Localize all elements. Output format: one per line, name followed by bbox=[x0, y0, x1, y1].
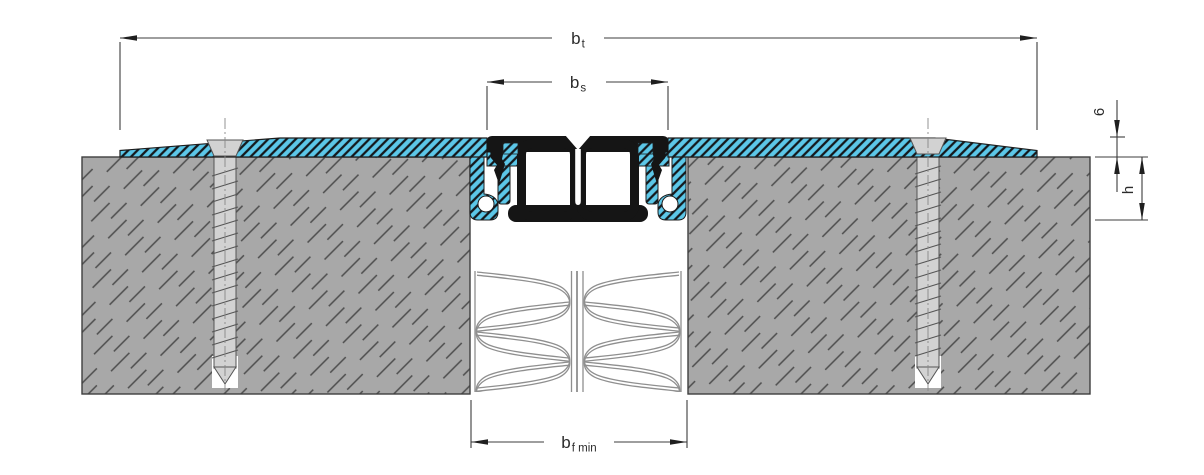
alu-lip-left bbox=[502, 142, 519, 155]
dimension-label-bfmin: bf min bbox=[561, 433, 596, 455]
screw-thread bbox=[211, 297, 239, 307]
dimension-label-bs: bs bbox=[570, 73, 586, 95]
dimension-arrowheads bbox=[120, 35, 1145, 445]
screw-thread bbox=[211, 245, 239, 255]
concrete-slab-right bbox=[687, 156, 1091, 395]
screw-thread bbox=[914, 282, 942, 292]
screw-thread bbox=[914, 321, 942, 331]
rubber-insert bbox=[487, 135, 668, 222]
rubber-loop-right bbox=[577, 139, 639, 221]
alu-lip-right bbox=[637, 142, 654, 155]
screw-channel-right bbox=[661, 195, 679, 213]
rubber-spur-right bbox=[651, 150, 666, 184]
dimension-label-h: h bbox=[1120, 186, 1137, 194]
screw-heads bbox=[206, 118, 947, 391]
concrete-slab-left bbox=[81, 156, 471, 395]
rubber-center-notch bbox=[565, 135, 591, 150]
cover-plate-right bbox=[667, 137, 1038, 158]
rubber-center-slot bbox=[575, 149, 581, 205]
screw-thread bbox=[914, 334, 942, 344]
insulation-column-left bbox=[475, 271, 571, 392]
cover-plate-left bbox=[119, 137, 488, 158]
dimension-label-bt: bt bbox=[571, 29, 585, 51]
insulation-column-right bbox=[583, 271, 681, 392]
screw-thread bbox=[211, 206, 239, 216]
rubber-spur-left bbox=[490, 150, 505, 184]
joint-insulation bbox=[474, 271, 682, 392]
screw-thread bbox=[211, 258, 239, 268]
screw-channel-left bbox=[477, 195, 495, 213]
rubber-loop-left bbox=[517, 139, 579, 221]
dimension-label-6: 6 bbox=[1091, 108, 1108, 116]
